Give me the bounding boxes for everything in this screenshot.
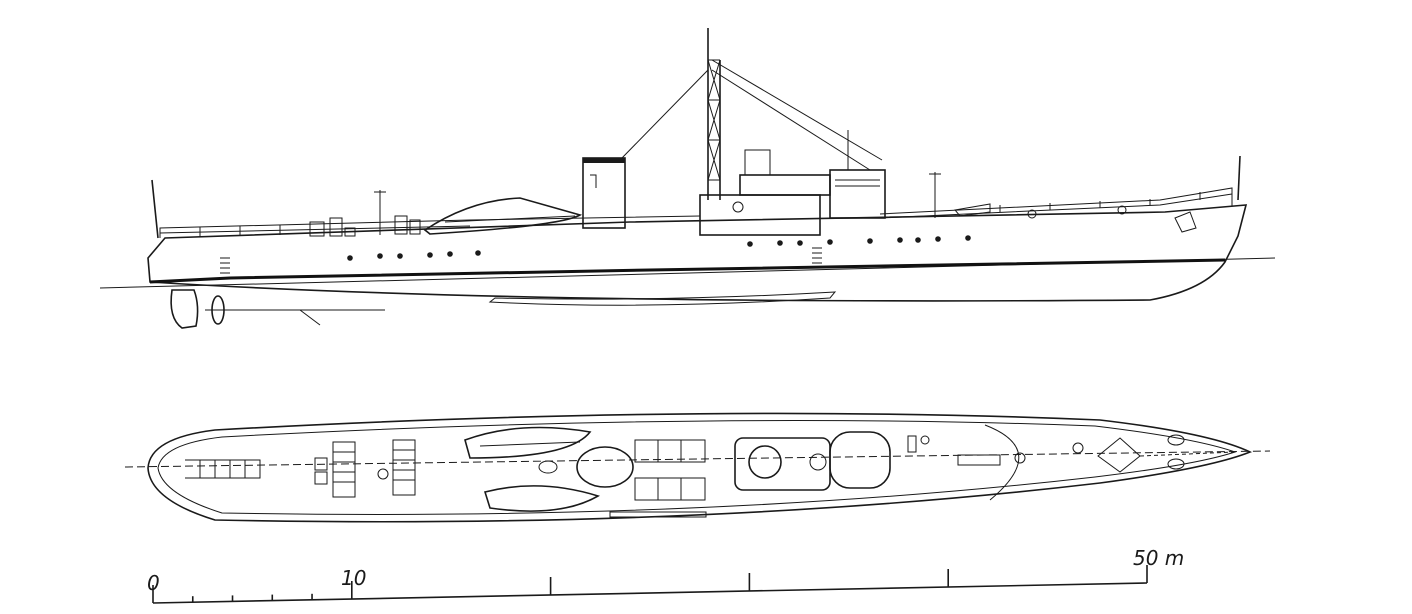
deck-plan — [124, 412, 1271, 523]
aft-flagstaff — [151, 179, 159, 239]
scale-ticks — [152, 565, 1148, 603]
skylights — [609, 439, 707, 518]
jack-staff — [1237, 155, 1241, 201]
scale-bar: 0 10 50 m — [147, 546, 1184, 604]
draft-marks — [220, 247, 822, 274]
scale-label-fifty: 50 m — [1133, 546, 1184, 570]
rudder — [170, 289, 199, 329]
centreline — [124, 450, 1271, 468]
propeller — [211, 295, 225, 325]
deck-railing — [159, 187, 1233, 238]
forward-deck-fittings — [929, 172, 1197, 233]
scale-label-zero: 0 — [147, 571, 160, 595]
motor-launch-side — [423, 197, 583, 235]
bilge-keel — [488, 291, 837, 306]
bridge-plan — [734, 431, 891, 491]
scale-baseline — [152, 582, 1148, 604]
shaft-bracket — [299, 309, 321, 326]
forward-plan-fittings — [907, 424, 1236, 501]
ships-boats — [464, 426, 600, 512]
deck-outline — [147, 412, 1252, 523]
funnel-plan — [576, 446, 634, 488]
side-portholes — [347, 235, 971, 261]
boot-topping — [149, 258, 1226, 284]
scale-label-ten: 10 — [341, 566, 366, 590]
side-elevation — [99, 28, 1276, 329]
depth-charge-racks — [314, 439, 416, 498]
mainmast — [619, 28, 883, 200]
hull-side — [147, 204, 1248, 302]
bridge-superstructure — [699, 130, 886, 236]
aft-deck-fittings — [309, 190, 421, 237]
